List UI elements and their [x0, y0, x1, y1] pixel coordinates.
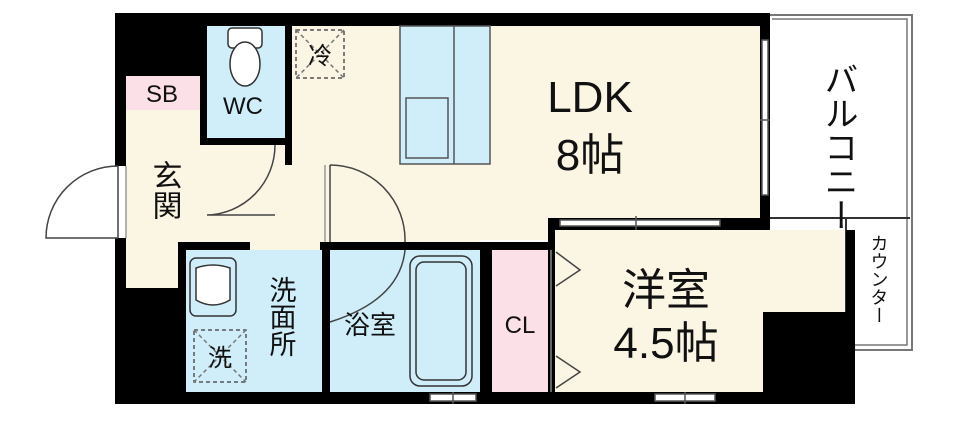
labels: LDK 8帖 洋室 4.5帖 バルコニー カウンター 玄関 洗面所 浴室 WC …	[146, 43, 889, 372]
ldk-label: LDK	[547, 73, 633, 122]
washroom-label: 洗面所	[265, 276, 297, 357]
entrance-door	[45, 165, 119, 239]
bathroom-label: 浴室	[344, 310, 396, 340]
closet-label: CL	[505, 312, 536, 339]
ldk-size-label: 8帖	[556, 131, 624, 180]
western-room-label: 洋室	[622, 266, 710, 315]
toilet-label: WC	[223, 93, 263, 120]
bathroom-door	[329, 249, 406, 323]
windows	[429, 39, 770, 404]
wall-openings	[200, 145, 320, 250]
toilet-door	[206, 144, 276, 216]
ldk-floor	[290, 26, 760, 242]
western-room-size-label: 4.5帖	[613, 319, 718, 368]
fixtures	[189, 25, 491, 387]
hallway-floor	[205, 145, 330, 242]
entrance-label: 玄関	[147, 160, 182, 220]
closet-door	[555, 251, 582, 389]
shoe-box-floor	[126, 76, 200, 110]
closet-floor	[492, 250, 548, 392]
fridge-label: 冷	[308, 43, 332, 70]
washer-label: 洗	[208, 345, 232, 372]
doors	[45, 144, 582, 392]
kitchen-sink	[405, 97, 449, 159]
shoe-box-label: SB	[146, 81, 178, 108]
balcony-label: バルコニー	[818, 62, 858, 232]
toilet-bowl	[229, 41, 261, 87]
ldk-door	[329, 164, 406, 243]
counter-label: カウンター	[868, 234, 889, 324]
